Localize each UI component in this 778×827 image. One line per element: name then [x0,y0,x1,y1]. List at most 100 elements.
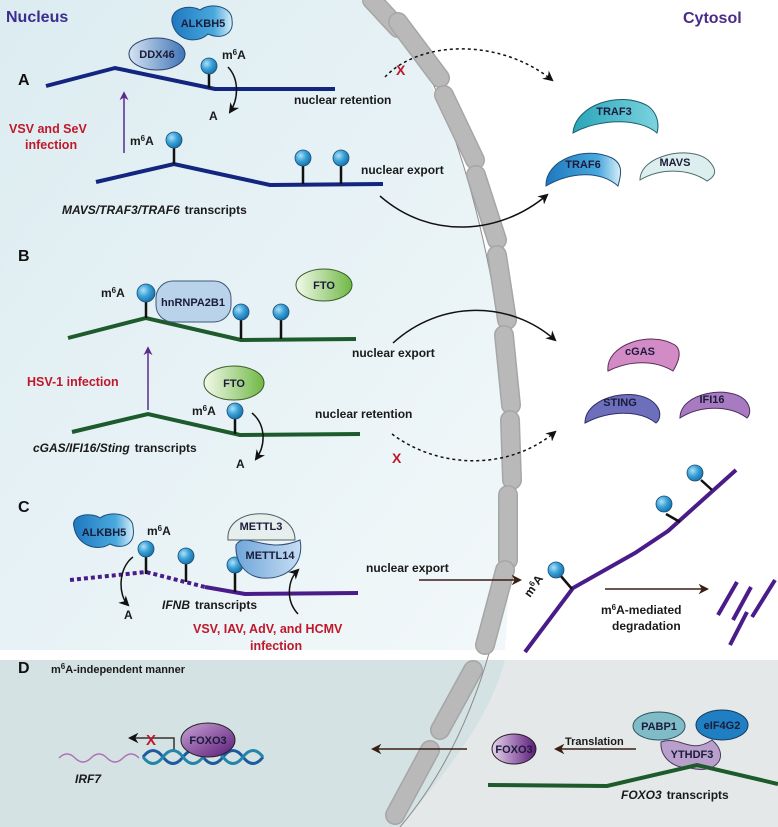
m6a-mark-icon [137,540,155,558]
panel-d: D m6A-independent manner IRF7 X FOXO3 FO… [18,660,778,802]
m6a-mark-icon [232,303,250,321]
protein-traf3 [572,98,659,134]
protein-traf3-label: TRAF3 [596,106,631,118]
rna-strand-c-cytosol [523,468,738,654]
protein-foxo3-product-label: FOXO3 [495,744,532,756]
m6a-mark-icon [177,547,195,565]
m6a-mark-icon [655,495,673,513]
m6a-mark-icon [686,464,704,482]
nuclear-pore-segment-fill [386,741,439,824]
protein-mavs [639,152,716,182]
nuclear-export-label-b: nuclear export [352,346,435,360]
panel-c-label: C [18,499,30,516]
rna-strand-d [487,762,778,789]
degradation-label-line2: degradation [612,619,681,633]
protein-pabp1-label: PABP1 [641,721,677,733]
irf7-mrna-icon [58,753,140,763]
nuclear-pore-segment-fill [501,411,521,489]
protein-cgas-label: cGAS [625,346,655,358]
protein-ddx46-label: DDX46 [139,49,174,61]
protein-hnrnpa2b1-label: hnRNPA2B1 [161,297,225,309]
rna-strand-b-top [67,315,357,343]
rna-strand-a-top [45,65,335,91]
protein-alkbh5-c [73,513,134,548]
m6a-mark-icon [272,303,290,321]
nuclear-pore-segment-fill [495,326,520,414]
nuclear-pore-segment-fill [389,13,449,87]
protein-ddx46 [128,37,186,71]
nuclear-membrane [362,0,522,825]
rna-strand-c-solid [204,585,359,597]
demethylation-arrow-c [118,556,134,607]
blocked-x-icon-b: X [392,450,402,466]
panel-a: A DDX46 ALKBH5 m6A A nuclear retention X… [9,5,716,228]
removed-a-label-c: A [124,608,133,622]
m6a-label-b-bottom: m6A [192,404,216,418]
blocked-x-icon-a: X [396,62,406,78]
nuclear-pore-segment-fill [467,166,506,249]
infection-label-a-line2: infection [25,138,77,152]
m6a-mark-icon [136,283,156,303]
protein-alkbh5-a-label: ALKBH5 [181,18,226,30]
protein-mettl3-label: METTL3 [240,521,283,533]
protein-sting-label: STING [603,397,637,409]
protein-foxo3-tf [180,722,236,758]
nucleus-label: Nucleus [6,9,68,26]
blocked-retention-arrow-a [384,48,554,82]
demethylation-arrow [227,66,240,114]
infection-label-b: HSV-1 infection [27,375,119,389]
infection-label-c-line1: VSV, IAV, AdV, and HCMV [193,622,343,636]
protein-alkbh5-a [171,5,233,41]
protein-alkbh5-c-label: ALKBH5 [82,527,127,539]
protein-ifi16 [679,391,751,419]
demethylation-arrow-b [251,412,266,461]
protein-ythdf3 [660,739,722,770]
cytosol-label: Cytosol [683,10,742,27]
protein-eif4g2-label: eIF4G2 [704,720,741,732]
infection-label-c-line2: infection [250,639,302,653]
rna-strand-a-bottom [95,161,384,188]
infection-label-a-line1: VSV and SeV [9,122,87,136]
m6a-mark-icon [547,561,565,579]
translation-label: Translation [565,736,624,748]
m6a-label-a-bottom: m6A [130,134,154,148]
m6a-mark-icon [200,57,218,75]
blocked-x-icon-d: X [146,732,156,749]
protein-sting [584,394,661,424]
protein-ifi16-label: IFI16 [699,394,724,406]
panel-d-label: D [18,660,30,677]
nuclear-pore-segment-fill [488,246,516,329]
m6a-mark-icon [165,131,183,149]
writer-activation-arrow [288,568,300,615]
m6a-label-c: m6A [147,524,171,538]
blocked-transcription-arrow [127,732,175,752]
protein-fto-free-label: FTO [313,280,335,292]
nuclear-retention-label-b: nuclear retention [315,407,412,421]
panel-d-nucleus-background [0,660,505,827]
nuclear-pore-segment-fill [476,561,514,654]
m6a-mark-icon [226,402,244,420]
nuclear-export-label-a: nuclear export [361,163,444,177]
removed-a-label-a: A [209,109,218,123]
removed-a-label-b: A [236,457,245,471]
protein-mettl14-label: METTL14 [246,550,296,562]
protein-foxo3-tf-label: FOXO3 [189,735,226,747]
panel-a-label: A [18,72,30,89]
protein-hnrnpa2b1 [155,280,232,323]
panel-d-title: m6A-independent manner [51,662,186,676]
protein-mettl3 [227,513,296,541]
protein-cgas [607,338,680,372]
protein-mavs-label: MAVS [660,157,691,169]
nuclear-pore-segment-fill [435,86,484,169]
export-arrow-b [392,309,557,344]
nuclear-export-label-c: nuclear export [366,561,449,575]
panel-b: B m6A hnRNPA2B1 FTO nuclear export HSV-1… [18,248,751,471]
protein-eif4g2 [695,709,749,741]
m6a-mark-icon [332,149,350,167]
protein-fto-free [295,268,353,302]
